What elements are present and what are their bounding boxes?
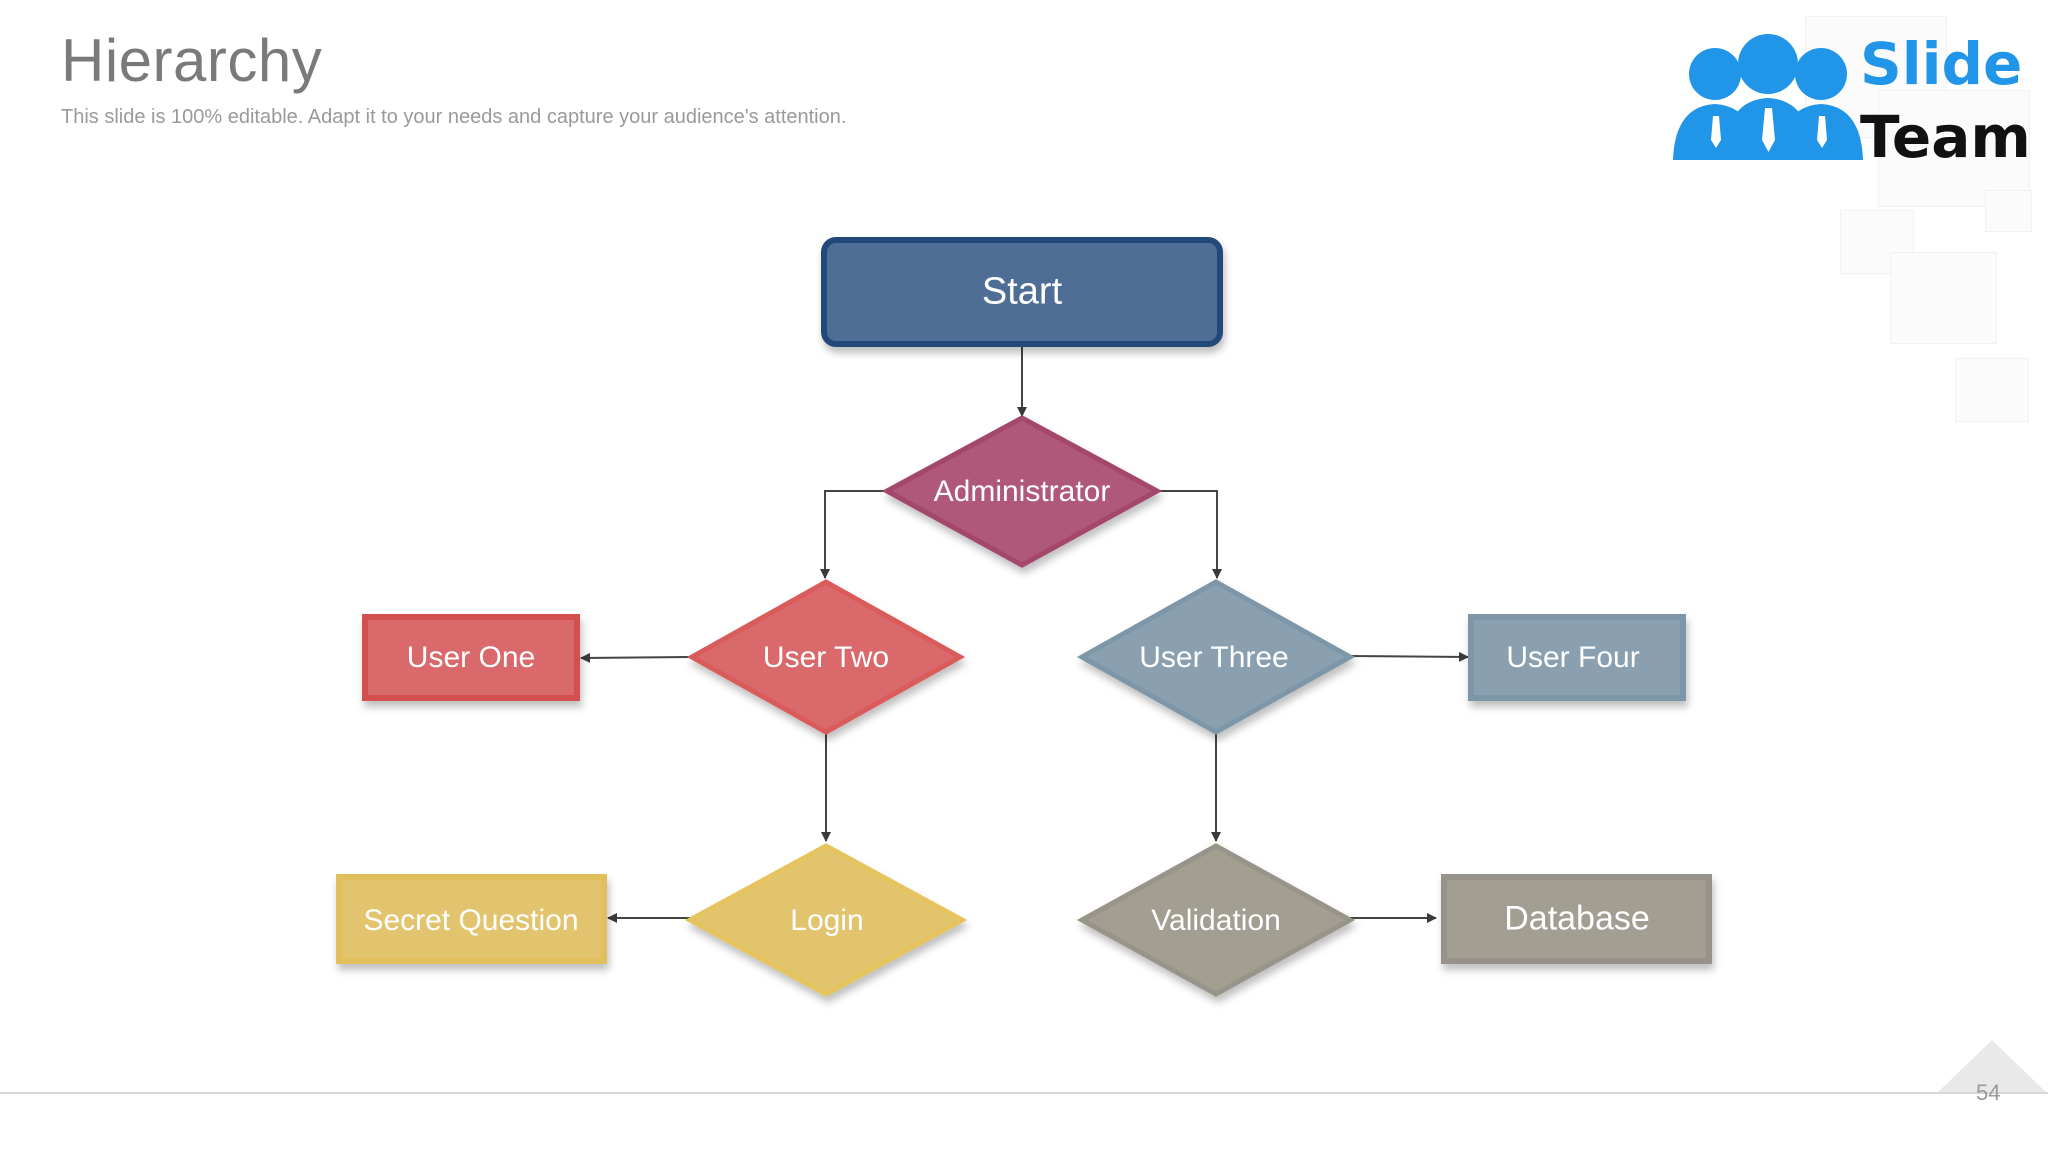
connector-admin-usertwo [820,490,888,579]
user-one-node [362,614,580,701]
start-node [821,237,1223,347]
connector-admin-userthree [1156,490,1222,579]
decor-square [1985,190,2032,232]
user-three-node [1076,579,1356,735]
administrator-node [881,415,1163,568]
slideteam-logo [1673,34,1863,160]
validation-label: Validation [1151,904,1281,937]
decor-square [1890,252,1997,344]
user-four-node [1468,614,1686,701]
page-corner-triangle [1938,1040,2046,1092]
user-two-label: User Two [762,641,890,674]
secret-question-label: Secret Question [363,904,579,937]
slide-title: Hierarchy [61,27,323,94]
logo-word-slide: Slide [1860,30,2023,98]
validation-node [1076,843,1356,997]
connector-userthree-userfour [1349,651,1469,662]
decor-square [1955,358,2029,422]
page-number: 54 [1976,1080,2001,1105]
user-four-label: User Four [1506,641,1640,674]
login-node [684,843,968,997]
login-label: Login [790,904,864,937]
database-node [1441,874,1712,964]
logo-word-team: Team [1860,103,2031,171]
administrator-label: Administrator [933,475,1111,508]
slide-subtitle: This slide is 100% editable. Adapt it to… [61,106,847,128]
decor-square [1878,90,2030,207]
footer-line [0,1092,2048,1094]
database-label: Database [1504,899,1650,938]
connector-usertwo-userone [580,652,691,663]
start-label: Start [981,270,1063,313]
user-two-node [686,579,966,735]
user-three-label: User Three [1139,641,1289,674]
secret-question-node [336,874,607,964]
user-one-label: User One [406,641,536,674]
